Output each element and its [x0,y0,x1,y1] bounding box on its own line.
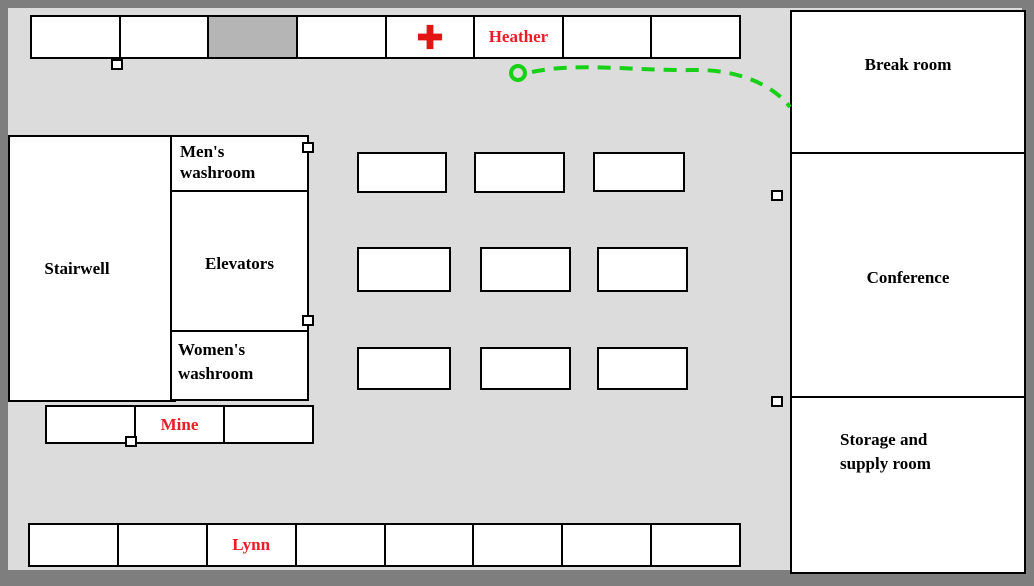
door-marker [771,396,783,407]
desk-cell-mine: Mine [134,407,223,442]
desk-cell [116,525,206,565]
desk-label-heather: Heather [488,27,549,46]
desk-cell [47,407,134,442]
room-conference: Conference [790,152,1026,402]
desk-cell [650,17,739,57]
door-marker [111,59,123,70]
desk-cell [223,407,312,442]
desk [480,247,571,292]
desk-cell-lynn: Lynn [205,525,295,565]
desk-cell [383,525,473,565]
desk-cell [561,525,650,565]
desk [593,152,685,192]
desk-cell [32,17,119,57]
desk-cell [118,17,208,57]
room-elevators: Elevators [170,190,309,336]
room-storage: Storage and supply room [790,396,1026,574]
mine-desk-row: Mine [45,405,314,444]
occupied-desk-cell [207,17,296,57]
bottom-desk-row: Lynn [28,523,741,567]
desk-cell-heather: Heather [473,17,562,57]
door-marker [302,315,314,326]
door-marker [125,436,137,447]
room-break-room: Break room [790,10,1026,158]
room-mens-washroom: Men's washroom [170,135,309,196]
stairwell-label: Stairwell [44,259,110,278]
desk [480,347,571,390]
desk [597,247,688,292]
room-stairwell: Stairwell [8,135,176,402]
break-room-label: Break room [864,55,952,74]
desk [357,347,451,390]
desk-label-lynn: Lynn [232,535,271,554]
top-desk-row: Heather [30,15,741,59]
room-womens-washroom: Women's washroom [170,330,309,401]
desk [474,152,565,193]
desk [357,152,447,193]
womens-washroom-label: Women's washroom [178,340,254,383]
first-aid-cross-icon [417,24,442,50]
elevators-label: Elevators [205,253,274,273]
desk-cell [472,525,561,565]
desk-cell [30,525,117,565]
door-marker [771,190,783,201]
desk-cell [295,17,385,57]
desk-cell [650,525,739,565]
first-aid-desk-cell [384,17,474,57]
storage-room-label: Storage and supply room [840,430,931,473]
desk-cell [294,525,384,565]
desk [597,347,688,390]
desk-cell [561,17,651,57]
door-marker [302,142,314,153]
mens-washroom-label: Men's washroom [180,142,256,182]
desk [357,247,451,292]
desk-label-mine: Mine [160,414,199,434]
conference-label: Conference [866,267,950,287]
